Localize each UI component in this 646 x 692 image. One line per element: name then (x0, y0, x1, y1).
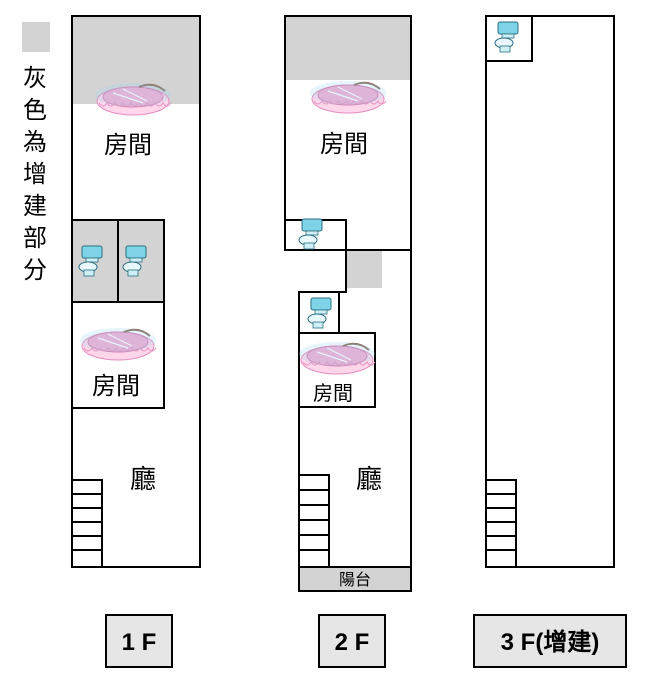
balcony (298, 566, 412, 592)
floor-label-1: 1 F (105, 614, 173, 668)
floor-label-3: 3 F(增建) (473, 614, 627, 668)
floor-label-3-text: 3 F(增建) (501, 628, 600, 656)
floor-1-room-top-label: 房間 (104, 131, 152, 159)
stairs (485, 479, 517, 568)
legend-char: 增 (23, 160, 47, 188)
addition-area (346, 250, 382, 288)
stairs (298, 474, 330, 568)
bed-icon (309, 80, 387, 114)
legend-char: 灰 (23, 64, 47, 92)
floor-label-1-text: 1 F (122, 629, 157, 656)
addition-area (285, 16, 411, 80)
legend-char: 色 (23, 96, 47, 124)
legend-text: 灰 色 為 增 建 部 分 (23, 64, 47, 284)
floor-1-room-mid-label: 房間 (92, 372, 140, 400)
floor-2-plan: 房間 房間 廳 陽台 (284, 15, 412, 592)
floor-1-plan: 房間 房間 廳 (71, 15, 201, 568)
stairs (71, 479, 103, 568)
floor-2-room-top-label: 房間 (320, 130, 368, 158)
legend-char: 部 (23, 224, 47, 252)
bed-icon (79, 327, 157, 361)
floor-label-2: 2 F (318, 614, 386, 668)
floor-label-2-text: 2 F (335, 629, 370, 656)
floor-2-hall-label: 廳 (356, 465, 382, 495)
floor-3-plan (485, 15, 615, 568)
legend-char: 分 (23, 256, 47, 284)
legend-char: 為 (23, 128, 47, 156)
legend-swatch (22, 22, 50, 52)
floor-2-balcony-label: 陽台 (339, 570, 371, 589)
bed-icon (94, 82, 172, 116)
floor-1-hall-label: 廳 (130, 465, 156, 495)
bed-icon (298, 341, 376, 375)
legend-char: 建 (23, 192, 47, 220)
floor-3-outline (485, 15, 615, 568)
floor-2-room-mid-label: 房間 (313, 381, 353, 405)
